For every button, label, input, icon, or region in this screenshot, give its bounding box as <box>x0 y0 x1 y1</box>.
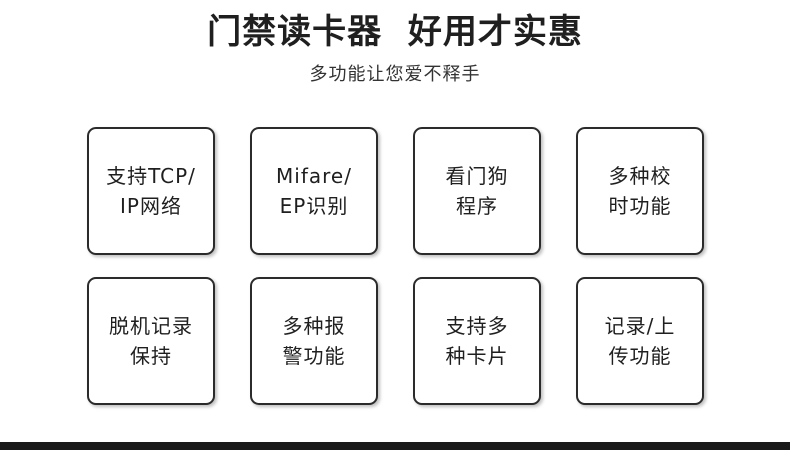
feature-card-watchdog: 看门狗 程序 <box>413 127 541 255</box>
feature-label: Mifare/ EP识别 <box>258 161 370 221</box>
feature-label: 支持多 种卡片 <box>421 311 533 371</box>
feature-label-line1: 支持TCP/ <box>106 164 196 188</box>
feature-label-line2: IP网络 <box>120 194 182 218</box>
feature-label-line1: Mifare/ <box>276 164 352 188</box>
feature-label-line2: 警功能 <box>282 344 346 368</box>
feature-label: 支持TCP/ IP网络 <box>95 161 207 221</box>
feature-label-line2: 传功能 <box>608 344 672 368</box>
feature-card-multi-card: 支持多 种卡片 <box>413 277 541 405</box>
page-title: 门禁读卡器 好用才实惠 <box>207 12 583 52</box>
feature-card-alarms: 多种报 警功能 <box>250 277 378 405</box>
feature-label-line1: 多种校 <box>608 164 672 188</box>
feature-card-mifare-ep: Mifare/ EP识别 <box>250 127 378 255</box>
feature-label-line2: 时功能 <box>608 194 672 218</box>
page-subtitle: 多功能让您爱不释手 <box>309 64 481 85</box>
bottom-divider <box>0 442 790 450</box>
feature-label-line2: 种卡片 <box>445 344 509 368</box>
feature-label-line2: 保持 <box>130 344 172 368</box>
feature-label-line1: 记录/上 <box>604 314 676 338</box>
feature-label: 多种报 警功能 <box>258 311 370 371</box>
feature-card-offline-records: 脱机记录 保持 <box>87 277 215 405</box>
feature-label-line1: 看门狗 <box>445 164 509 188</box>
feature-card-time-sync: 多种校 时功能 <box>576 127 704 255</box>
feature-label: 多种校 时功能 <box>584 161 696 221</box>
feature-label: 看门狗 程序 <box>421 161 533 221</box>
feature-label-line1: 多种报 <box>282 314 346 338</box>
feature-card-record-upload: 记录/上 传功能 <box>576 277 704 405</box>
feature-label: 记录/上 传功能 <box>584 311 696 371</box>
feature-label-line2: 程序 <box>456 194 498 218</box>
feature-label-line1: 脱机记录 <box>109 314 193 338</box>
feature-card-tcp-ip: 支持TCP/ IP网络 <box>87 127 215 255</box>
feature-label-line2: EP识别 <box>279 194 349 218</box>
feature-label-line1: 支持多 <box>445 314 509 338</box>
feature-label: 脱机记录 保持 <box>95 311 207 371</box>
feature-grid: 支持TCP/ IP网络 Mifare/ EP识别 看门狗 程序 多种校 时功能 … <box>87 127 707 411</box>
